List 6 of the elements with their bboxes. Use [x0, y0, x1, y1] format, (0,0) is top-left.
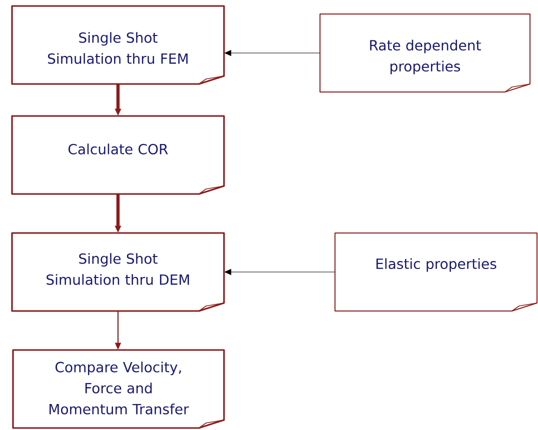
document-box: Calculate COR: [11, 115, 225, 195]
document-box: Single Shot Simulation thru FEM: [11, 5, 225, 85]
document-box: Compare Velocity, Force and Momentum Transfer: [12, 349, 225, 429]
document-box: Rate dependent properties: [320, 14, 530, 92]
document-box: Elastic properties: [334, 232, 538, 312]
document-box: Single Shot Simulation thru DEM: [11, 232, 225, 312]
